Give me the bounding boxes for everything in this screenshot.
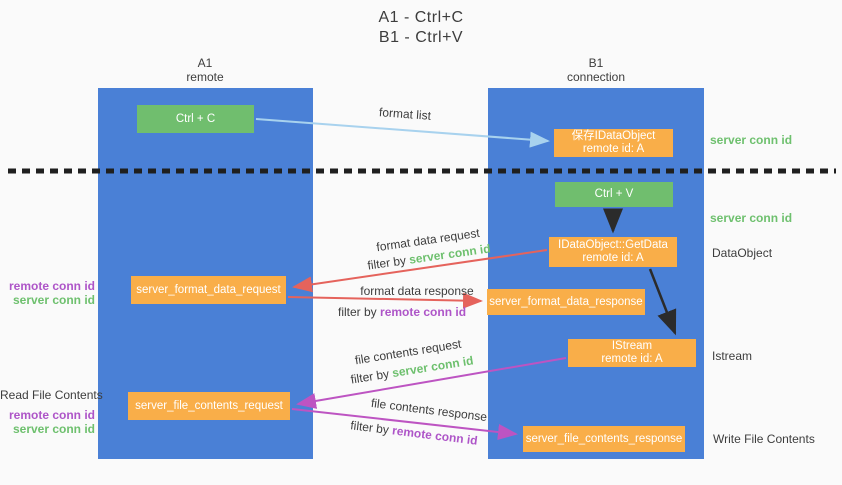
label-filter-remote-conn-id-2: filter by remote conn id: [349, 418, 479, 448]
node-istream-line1: IStream: [611, 340, 653, 352]
node-server-format-data-response: server_format_data_response: [487, 289, 645, 315]
node-save-dataobject-line2: remote id: A: [582, 143, 645, 155]
node-save-dataobject-line1: 保存IDataObject: [571, 130, 656, 142]
side-label-server-conn-id-mid: server conn id: [710, 211, 793, 225]
side-label-istream: Istream: [712, 349, 753, 363]
node-ctrl-c: Ctrl + C: [137, 105, 254, 133]
node-format-request-label: server_format_data_request: [136, 283, 281, 296]
lifeline-header-b1: B1 connection: [546, 56, 646, 84]
lifeline-b1-role: connection: [566, 70, 626, 84]
filter-prefix-3: filter by: [349, 366, 391, 387]
node-save-dataobject: 保存IDataObject remote id: A: [554, 129, 673, 157]
label-filter-remote-conn-id-1: filter by remote conn id: [338, 305, 467, 319]
lifeline-header-a1: A1 remote: [155, 56, 255, 84]
node-file-request-label: server_file_contents_request: [135, 399, 283, 412]
node-getdata-line1: IDataObject::GetData: [558, 239, 668, 251]
node-file-response-label: server_file_contents_response: [525, 432, 683, 445]
node-server-file-contents-request: server_file_contents_request: [128, 392, 290, 420]
side-label-remote-conn-id-bottom: remote conn id: [8, 408, 95, 422]
lifeline-a1-role: remote: [186, 70, 224, 84]
label-format-list: format list: [378, 105, 432, 123]
lifeline-b1-id: B1: [588, 56, 604, 70]
filter-prefix-1: filter by: [366, 253, 407, 273]
side-label-server-conn-id-left-top: server conn id: [12, 293, 95, 307]
node-istream-line2: remote id: A: [601, 353, 663, 365]
node-getdata-line2: remote id: A: [582, 252, 644, 264]
filter-key-remote-conn-id-1: remote conn id: [380, 305, 467, 319]
lifeline-a1-id: A1: [197, 56, 213, 70]
node-server-format-data-request: server_format_data_request: [131, 276, 286, 304]
filter-prefix-2: filter by: [338, 305, 377, 319]
diagram-title-line2: B1 - Ctrl+V: [378, 29, 464, 46]
side-label-server-conn-id-left-bottom: server conn id: [12, 422, 95, 436]
filter-key-remote-conn-id-2: remote conn id: [391, 423, 479, 448]
side-label-read-file-contents: Read File Contents: [0, 388, 103, 402]
node-ctrl-c-label: Ctrl + C: [175, 112, 216, 125]
side-label-server-conn-id-top: server conn id: [710, 133, 793, 147]
node-idataobject-getdata: IDataObject::GetData remote id: A: [549, 237, 677, 267]
node-format-response-label: server_format_data_response: [489, 295, 643, 308]
label-file-contents-response: file contents response: [370, 395, 488, 425]
node-ctrl-v: Ctrl + V: [555, 182, 673, 207]
side-label-dataobject: DataObject: [712, 246, 773, 260]
diagram-title-line1: A1 - Ctrl+C: [378, 9, 464, 26]
node-istream: IStream remote id: A: [568, 339, 696, 367]
side-label-remote-conn-id-top: remote conn id: [8, 279, 95, 293]
node-server-file-contents-response: server_file_contents_response: [523, 426, 685, 452]
node-ctrl-v-label: Ctrl + V: [594, 188, 634, 200]
side-label-write-file-contents: Write File Contents: [713, 432, 815, 446]
label-format-data-response: format data response: [360, 284, 474, 298]
filter-prefix-4: filter by: [349, 418, 390, 437]
